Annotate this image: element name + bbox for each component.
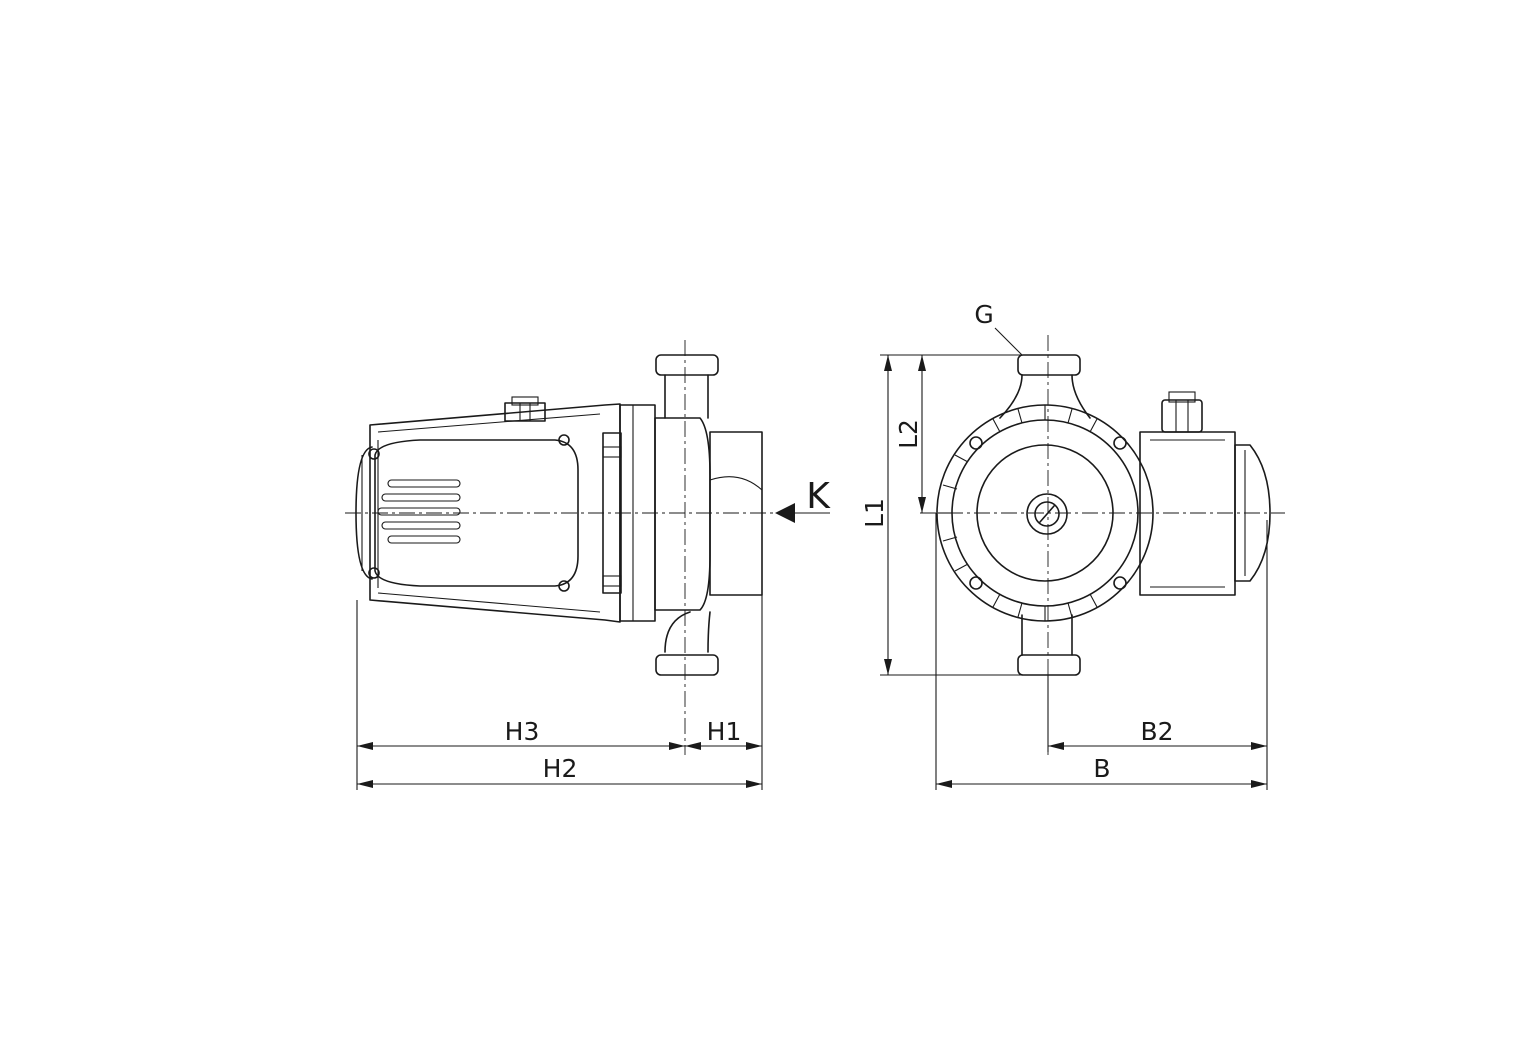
terminal-screws xyxy=(368,434,570,592)
shaft-slot xyxy=(1039,505,1055,523)
rib xyxy=(942,536,958,542)
terminal-plate xyxy=(374,439,579,587)
shaft-plug-outer xyxy=(1026,493,1068,535)
dim-arrow xyxy=(884,355,892,371)
dim-arrow xyxy=(357,780,373,788)
front-view-horizontal-dimensions xyxy=(935,513,1268,790)
gland-cap xyxy=(1168,391,1196,403)
k-arrow-head xyxy=(775,503,795,523)
cable-gland-front xyxy=(1161,391,1203,433)
screw xyxy=(368,448,380,460)
front-bottom-port-walls xyxy=(1021,614,1073,656)
motor-face xyxy=(976,444,1114,582)
dim-arrow xyxy=(918,355,926,371)
motor-housing xyxy=(369,403,621,623)
stator-tab xyxy=(602,575,622,587)
vent-slots xyxy=(377,479,461,544)
dim-arrow xyxy=(918,497,926,513)
dimension-label-h2: H2 xyxy=(543,754,578,783)
dimension-label-h3: H3 xyxy=(505,717,540,746)
rib xyxy=(1089,593,1098,608)
front-view: G L1 L2 B2 B xyxy=(860,300,1285,790)
front-bottom-port-nut xyxy=(1017,654,1081,676)
dim-arrow xyxy=(1048,742,1064,750)
view-k-label: K xyxy=(806,476,831,517)
dim-arrow xyxy=(746,780,762,788)
dim-arrow xyxy=(746,742,762,750)
rib xyxy=(992,593,1001,608)
screw xyxy=(558,580,570,592)
dimension-label-b: B xyxy=(1093,754,1110,783)
vent-slot xyxy=(381,493,461,502)
bottom-port-nut xyxy=(655,654,719,676)
pump-casing xyxy=(654,417,711,611)
terminal-box xyxy=(1139,431,1236,596)
rib xyxy=(1017,602,1023,618)
dim-arrow xyxy=(357,742,373,750)
top-port-walls xyxy=(664,374,709,419)
volute-curve xyxy=(709,476,763,491)
dim-arrow xyxy=(936,780,952,788)
rib xyxy=(942,484,958,490)
front-top-port-walls xyxy=(999,374,1091,419)
side-view-dimensions xyxy=(356,595,763,790)
cable-gland-side xyxy=(504,396,546,422)
dim-arrow xyxy=(669,742,685,750)
gland-body xyxy=(1161,399,1203,433)
dimension-label-l2: L2 xyxy=(894,419,923,449)
dimension-label-h1: H1 xyxy=(707,717,742,746)
screw xyxy=(1113,576,1127,590)
rib xyxy=(1089,418,1098,433)
side-view: K H3 H1 H2 xyxy=(345,340,831,790)
terminal-box-cover xyxy=(1234,444,1271,582)
motor-end-cap xyxy=(355,446,373,580)
casing-ribs xyxy=(938,405,1098,621)
stator-ring xyxy=(602,432,622,594)
screw xyxy=(558,434,570,446)
dim-arrow xyxy=(1251,780,1267,788)
casing-screws xyxy=(969,436,1127,590)
front-view-vertical-dimensions xyxy=(880,354,1040,676)
vent-slot xyxy=(377,507,461,516)
gland-nut xyxy=(504,402,546,422)
vent-slot xyxy=(381,521,461,530)
pump-volute xyxy=(709,431,763,596)
rib xyxy=(954,563,969,572)
dim-arrow xyxy=(1251,742,1267,750)
rib xyxy=(992,418,1001,433)
bottom-port-walls xyxy=(664,611,711,653)
dim-arrow xyxy=(884,659,892,675)
rib xyxy=(1067,408,1073,424)
screw xyxy=(1113,436,1127,450)
top-port-nut xyxy=(655,354,719,376)
dim-arrow xyxy=(685,742,701,750)
thread-label-g: G xyxy=(974,300,993,329)
front-top-port-nut xyxy=(1017,354,1081,376)
g-leader-line xyxy=(994,327,1023,356)
dimension-label-l1: L1 xyxy=(860,498,889,528)
vent-slot xyxy=(387,535,461,544)
screw xyxy=(969,436,983,450)
vent-slot xyxy=(387,479,461,488)
rib xyxy=(954,454,969,463)
screw xyxy=(969,576,983,590)
shaft-plug-inner xyxy=(1034,501,1060,527)
motor-housing-lower-rib xyxy=(377,592,601,613)
motor-housing-upper-rib xyxy=(377,413,601,433)
gland-cap xyxy=(511,396,539,406)
screw xyxy=(368,567,380,579)
rib xyxy=(1017,408,1023,424)
stator-tab xyxy=(602,446,622,458)
dimension-label-b2: B2 xyxy=(1140,717,1173,746)
